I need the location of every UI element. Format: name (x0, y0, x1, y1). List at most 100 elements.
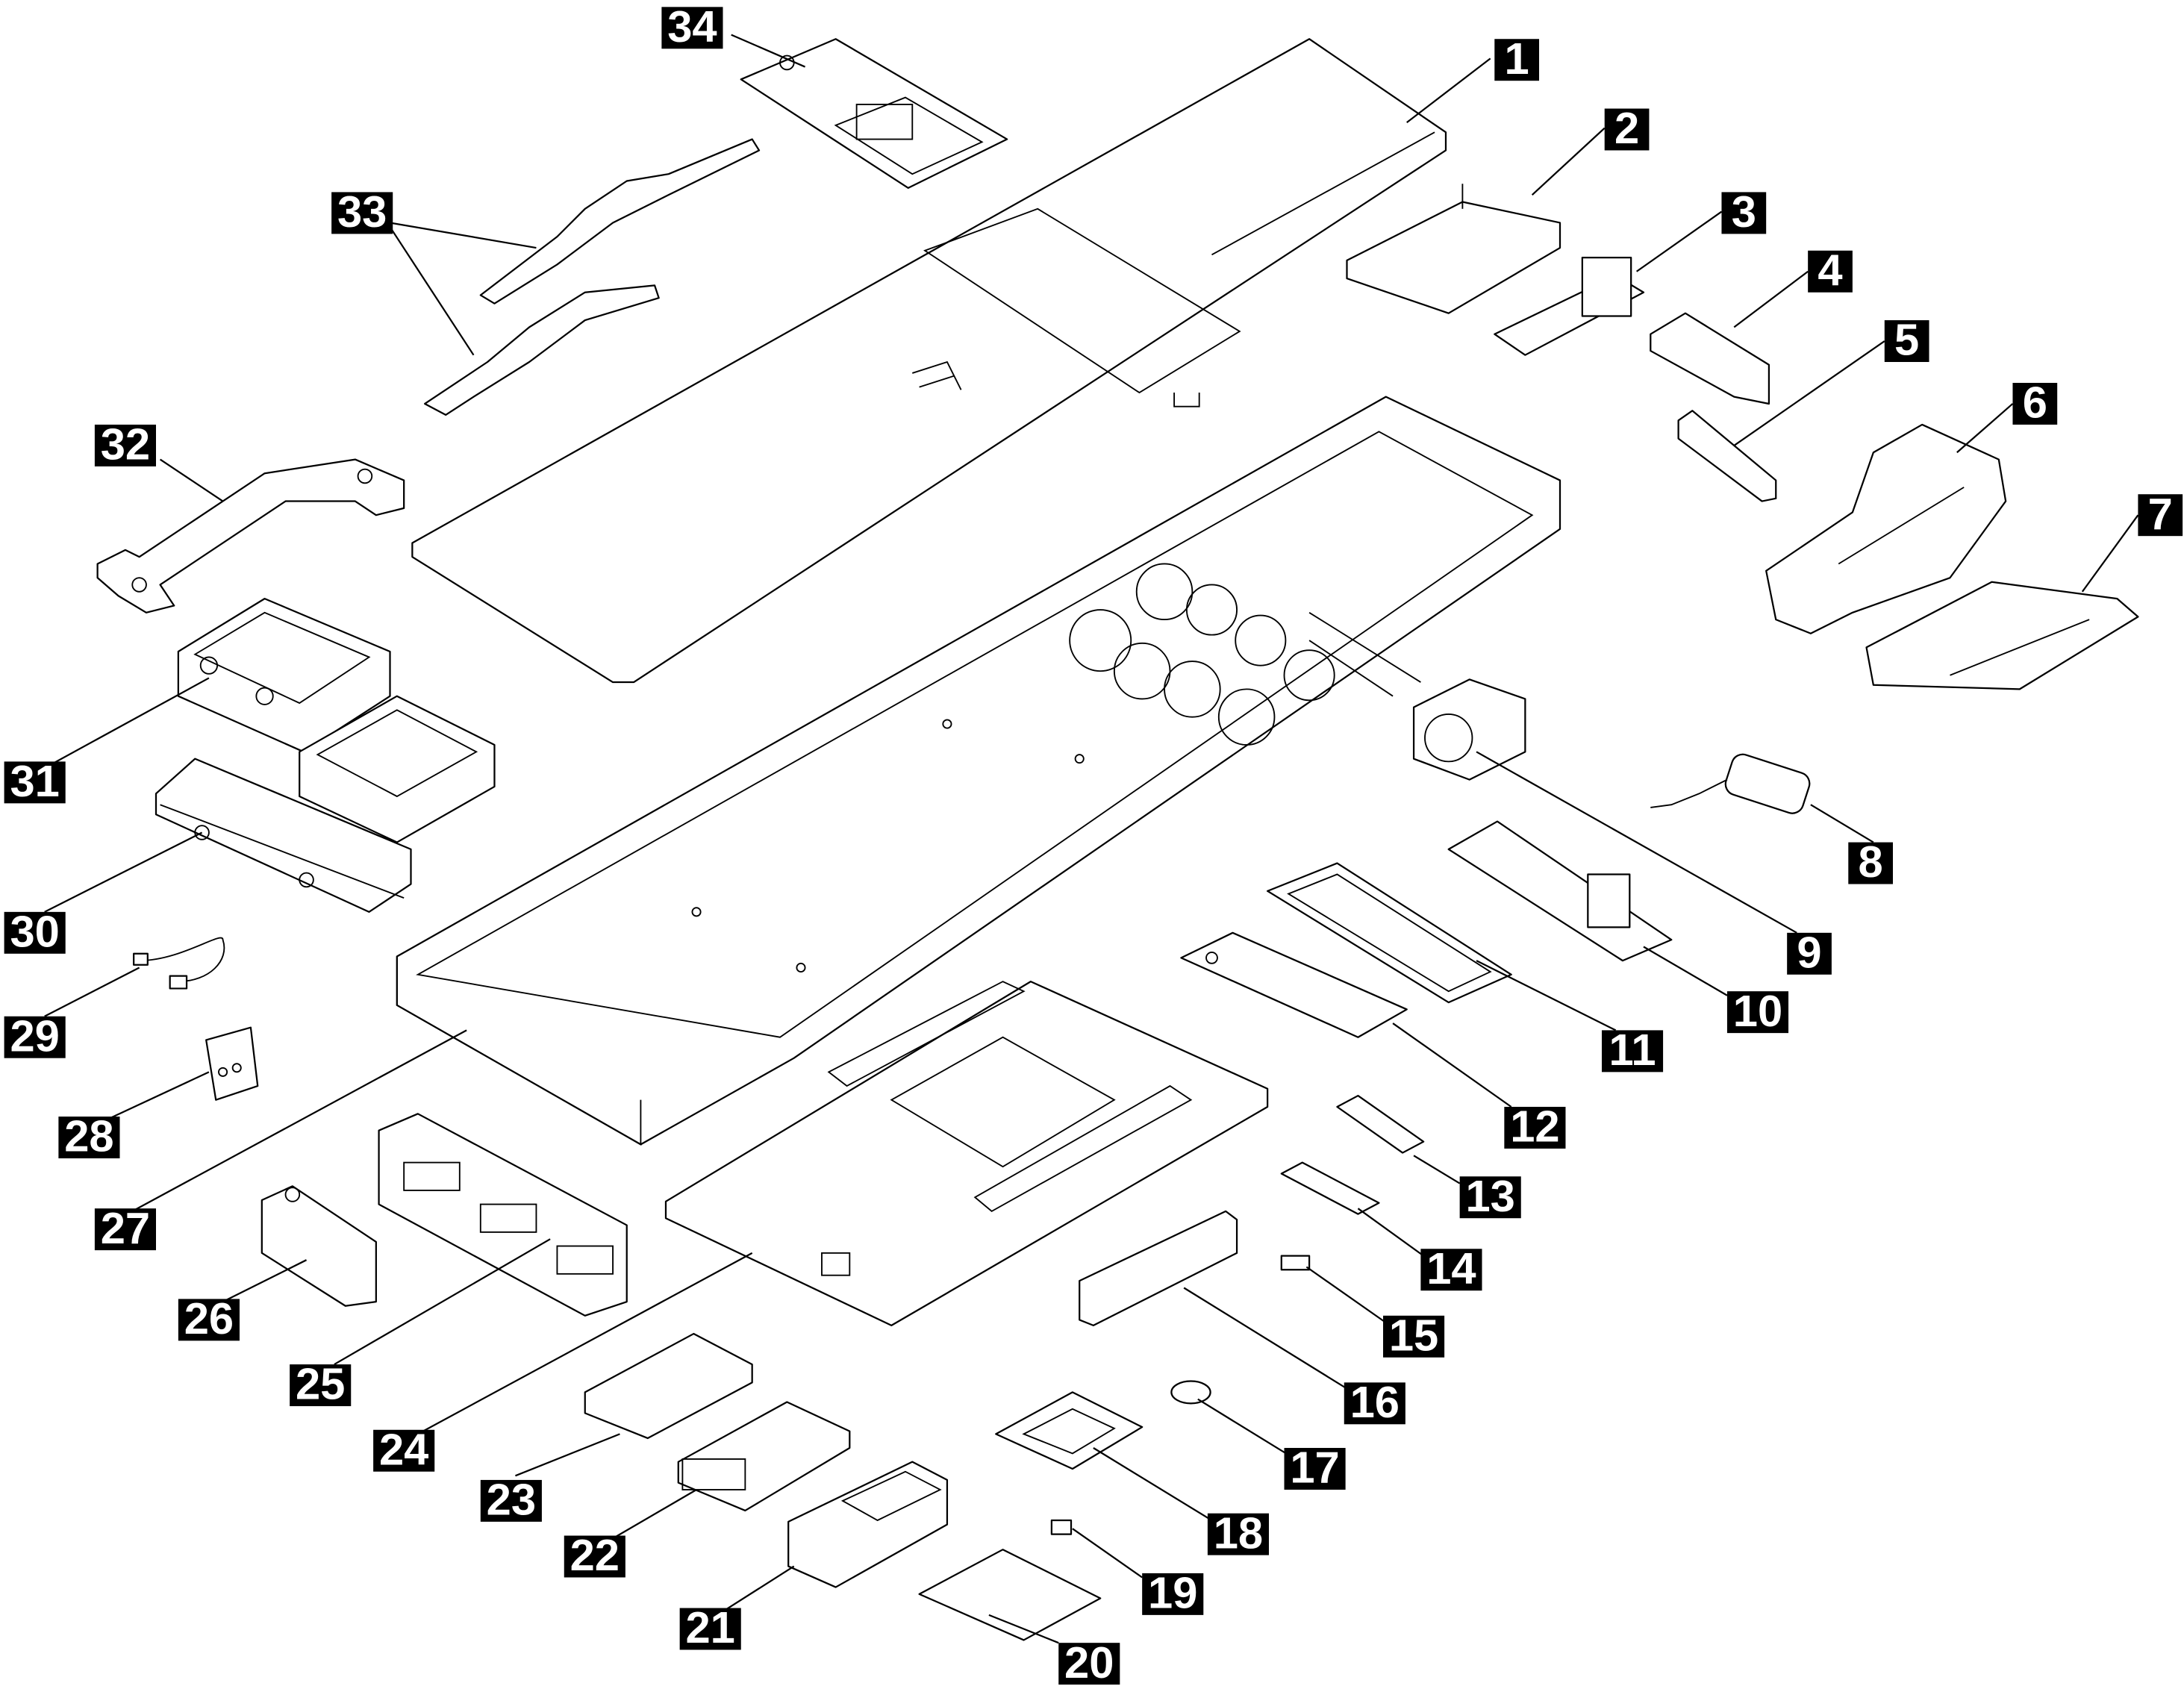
callout-3: 3 (1721, 187, 1767, 237)
part-system-board (664, 980, 1269, 1326)
callout-label: 22 (570, 1530, 620, 1580)
callout-label: 4 (1818, 245, 1842, 295)
callout-17: 17 (1284, 1443, 1346, 1493)
part-small-19 (1050, 1519, 1073, 1535)
callout-label: 26 (184, 1293, 234, 1343)
part-top-cover (411, 38, 1447, 684)
part-clip (1280, 1255, 1311, 1271)
callout-label: 19 (1148, 1568, 1197, 1618)
callout-10: 10 (1726, 986, 1789, 1036)
callout-label: 8 (1859, 837, 1883, 887)
callout-25: 25 (290, 1359, 352, 1409)
part-backplane (378, 1113, 628, 1317)
callout-21: 21 (679, 1602, 741, 1652)
callout-14: 14 (1420, 1243, 1482, 1293)
callout-2: 2 (1604, 103, 1650, 153)
callout-27: 27 (94, 1203, 156, 1253)
callout-30: 30 (4, 906, 66, 956)
callout-label: 3 (1732, 187, 1756, 237)
callout-20: 20 (1058, 1637, 1120, 1686)
callout-11: 11 (1601, 1025, 1664, 1075)
callout-labels: 1 2 3 4 5 6 7 8 9 10 11 12 13 14 15 16 1… (4, 1, 2183, 1686)
callout-31: 31 (4, 756, 66, 806)
callout-label: 16 (1350, 1377, 1400, 1427)
callout-16: 16 (1344, 1377, 1405, 1427)
callout-label: 2 (1614, 103, 1639, 153)
part-bracket-4 (1650, 312, 1770, 405)
part-processor (995, 1391, 1144, 1470)
part-backplane-bracket (260, 1185, 377, 1307)
callout-label: 27 (101, 1203, 150, 1253)
callout-label: 15 (1389, 1310, 1438, 1360)
callout-label: 21 (685, 1602, 734, 1652)
part-heat-sink-2 (299, 695, 496, 843)
part-cable (133, 937, 225, 990)
callout-23: 23 (480, 1475, 542, 1525)
callout-label: 7 (2148, 489, 2173, 539)
part-filler (1677, 410, 1777, 502)
callout-5: 5 (1884, 315, 1929, 365)
leader-lines (44, 34, 2139, 1644)
part-chassis (396, 396, 1561, 1146)
part-card-20 (918, 1549, 1102, 1641)
callout-28: 28 (58, 1111, 120, 1161)
part-pcie-card (1865, 581, 2139, 690)
part-coin-battery (1170, 1380, 1211, 1405)
callout-label: 14 (1426, 1243, 1476, 1293)
part-tray-11 (1267, 862, 1512, 1004)
callout-24: 24 (373, 1424, 435, 1474)
callout-8: 8 (1848, 837, 1893, 887)
callout-label: 17 (1290, 1443, 1339, 1493)
callout-label: 29 (10, 1011, 59, 1061)
part-fan (1412, 678, 1526, 781)
callout-label: 1 (1505, 34, 1529, 84)
part-bracket-32 (96, 458, 405, 613)
callout-34: 34 (661, 1, 723, 51)
part-riser-board (1180, 931, 1408, 1038)
callout-label: 12 (1510, 1102, 1559, 1152)
callout-label: 9 (1797, 927, 1821, 977)
callout-1: 1 (1494, 34, 1540, 84)
part-dimm (1079, 1210, 1238, 1326)
part-rails (424, 138, 761, 416)
callout-label: 34 (667, 1, 717, 51)
callout-22: 22 (564, 1530, 625, 1580)
callout-18: 18 (1207, 1508, 1269, 1558)
part-m2-drive (1280, 1161, 1380, 1215)
callout-32: 32 (94, 419, 156, 469)
callout-4: 4 (1808, 245, 1853, 295)
callout-label: 24 (379, 1424, 428, 1474)
callout-9: 9 (1787, 927, 1832, 977)
callout-label: 30 (10, 906, 59, 956)
callout-label: 33 (337, 187, 387, 237)
callout-26: 26 (178, 1293, 240, 1343)
callout-label: 31 (10, 756, 59, 806)
callout-label: 5 (1894, 315, 1919, 365)
part-board-10 (1447, 820, 1673, 962)
parts-drawing (96, 38, 2139, 1641)
callout-label: 13 (1465, 1171, 1514, 1221)
callout-29: 29 (4, 1011, 66, 1061)
part-air-baffle (155, 758, 412, 913)
callout-15: 15 (1383, 1310, 1445, 1360)
part-power-board (1494, 256, 1645, 356)
callout-label: 25 (296, 1359, 345, 1409)
callout-7: 7 (2138, 489, 2183, 539)
callout-label: 32 (101, 419, 150, 469)
part-drive-cage (1346, 184, 1561, 314)
callout-33: 33 (331, 187, 393, 237)
part-heat-sink-31 (177, 598, 391, 753)
part-riser-cage (1765, 423, 2007, 634)
callout-label: 28 (64, 1111, 113, 1161)
callout-12: 12 (1504, 1102, 1566, 1152)
fan-array (1069, 563, 1335, 746)
callout-label: 11 (1609, 1025, 1656, 1075)
callout-label: 23 (487, 1475, 536, 1525)
callout-label: 20 (1064, 1637, 1114, 1686)
part-heat-spreader (1336, 1094, 1425, 1154)
part-top-bracket (740, 38, 1008, 189)
callout-19: 19 (1142, 1568, 1204, 1618)
part-drive-22 (677, 1401, 851, 1512)
part-module-8 (1650, 753, 1811, 814)
